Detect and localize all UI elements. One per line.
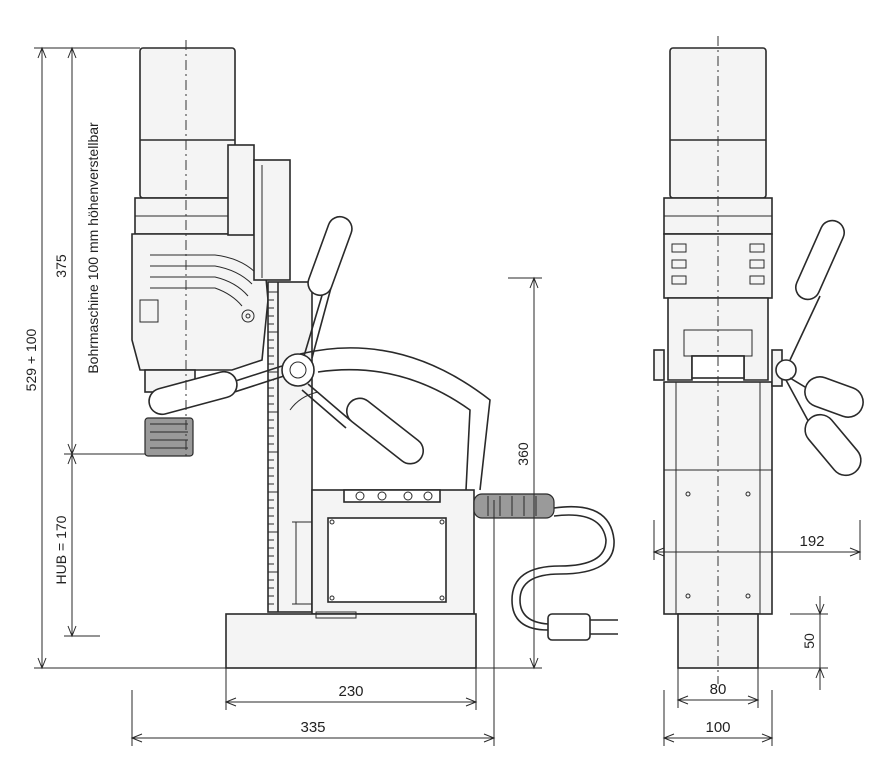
dimension-lines: [34, 46, 862, 746]
gear-screw: [241, 309, 255, 323]
side-view-drill: [653, 47, 867, 669]
dim-base-length: 230: [338, 683, 363, 700]
dim-total-height: 529 + 100: [23, 328, 39, 391]
dim-foot-height: 50: [801, 633, 817, 649]
feed-handles[interactable]: [146, 213, 428, 469]
nameplate: [327, 517, 447, 603]
switch-panel: [343, 489, 441, 503]
dim-foot-width-outer: 100: [705, 719, 730, 736]
dim-stroke: HUB = 170: [53, 515, 69, 584]
motor-housing: [139, 47, 236, 199]
slide-plate: [227, 144, 255, 236]
dim-upper-height: 375: [53, 254, 69, 278]
power-cable: [473, 493, 618, 641]
column: [267, 281, 313, 613]
dim-overall-length: 335: [300, 719, 325, 736]
front-view-drill: [131, 47, 618, 669]
magnet-base: [225, 613, 477, 669]
side-feed-handles[interactable]: [775, 217, 867, 482]
drill-chuck: [144, 417, 194, 457]
dim-foot-width-inner: 80: [710, 681, 727, 698]
gearbox-housing: [131, 233, 269, 371]
scale-ticks: [268, 291, 278, 605]
vent-slots: [150, 254, 256, 307]
dim-side-width: 192: [799, 533, 824, 550]
annotation-line1: Bohrmaschine 100 mm höhenverstellbar: [85, 122, 101, 374]
dim-column-height: 360: [515, 442, 531, 466]
arc-guard: [299, 347, 491, 491]
